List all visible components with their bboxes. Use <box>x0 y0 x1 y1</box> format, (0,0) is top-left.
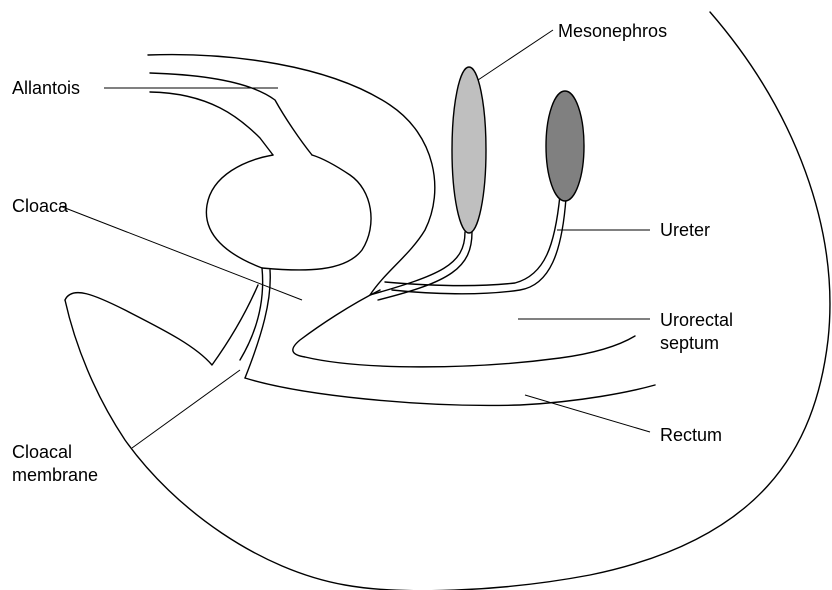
allantois-lower-wall <box>150 92 273 155</box>
mesonephros-shape <box>452 67 486 233</box>
leader-cloacal-membrane <box>132 370 240 448</box>
hindgut-outer-wall <box>148 55 435 295</box>
label-mesonephros: Mesonephros <box>558 21 667 41</box>
label-urorectal-septum-line2: septum <box>660 333 719 353</box>
label-cloacal-membrane-line2: membrane <box>12 465 98 485</box>
label-cloacal-membrane-line1: Cloacal <box>12 442 72 462</box>
label-urorectal-septum-line1: Urorectal <box>660 310 733 330</box>
tail-fold <box>65 285 258 365</box>
embryo-outer-boundary <box>65 12 830 590</box>
label-ureter: Ureter <box>660 220 710 240</box>
leader-mesonephros <box>478 30 553 80</box>
hindgut-lower-wall <box>245 378 655 405</box>
label-rectum: Rectum <box>660 425 722 445</box>
cloaca-chamber <box>206 155 371 270</box>
label-allantois: Allantois <box>12 78 80 98</box>
urorectal-septum-fold <box>293 290 635 367</box>
metanephros-shape <box>546 91 584 201</box>
label-cloaca: Cloaca <box>12 196 69 216</box>
leader-rectum <box>525 395 650 432</box>
leader-cloaca <box>60 206 302 300</box>
